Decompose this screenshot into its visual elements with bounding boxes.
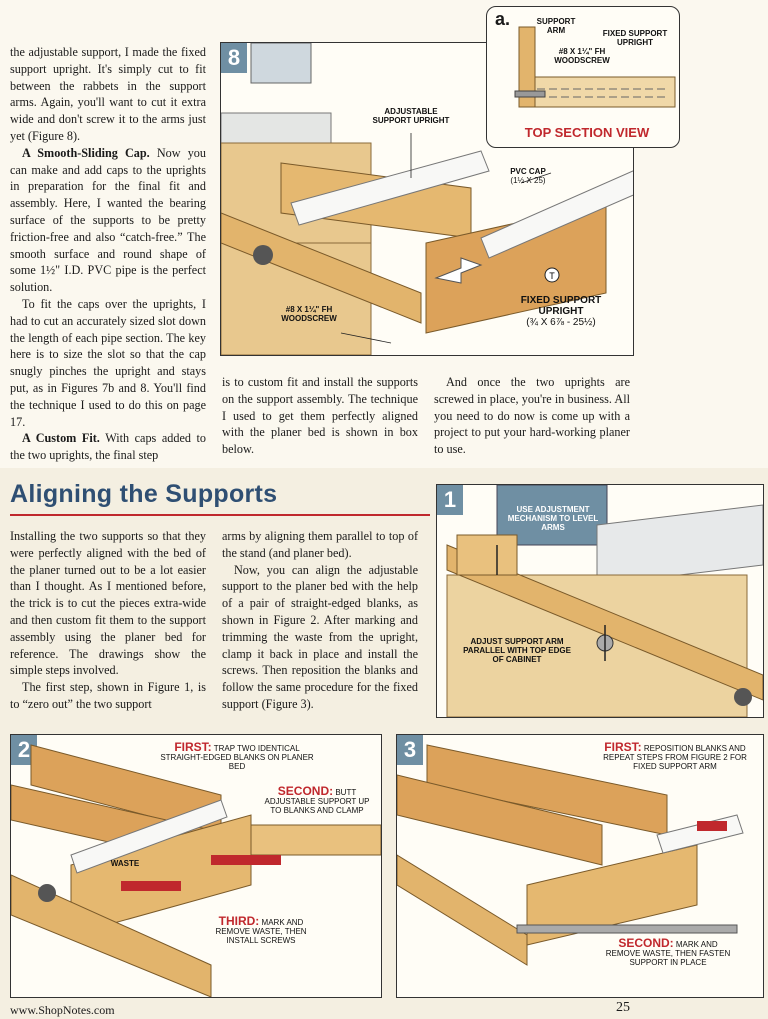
- figure-3: 3 First: Reposition blanks and repeat st…: [396, 734, 764, 998]
- callout-adjust-arm: Adjust Support Arm Parallel with Top Edg…: [463, 637, 571, 664]
- paragraph: arms by aligning them parallel to top of…: [222, 529, 418, 560]
- run-in-head: A Smooth-Sliding Cap.: [22, 145, 150, 160]
- step-first: First: Trap two identical straight-edged…: [160, 740, 314, 771]
- t-marker: T: [549, 271, 555, 281]
- callout-waste: Waste: [110, 859, 140, 868]
- figure-1-drawing: [446, 485, 763, 717]
- paragraph: To fit the caps over the uprights, I had…: [10, 296, 206, 429]
- footer-url: www.ShopNotes.com: [10, 1003, 115, 1017]
- figure-number: 8: [221, 43, 247, 73]
- section-column-2: arms by aligning them parallel to top of…: [222, 528, 418, 713]
- step-first: First: Reposition blanks and repeat step…: [603, 740, 747, 771]
- callout-pvc-cap: PVC Cap(1½ x 25): [510, 167, 546, 185]
- callout-woodscrew: #8 x 1¼" Fh Woodscrew: [554, 47, 610, 65]
- page-number: 25: [616, 1000, 630, 1015]
- step-second: Second: Butt adjustable support up to bl…: [264, 784, 370, 815]
- callout-woodscrew: #8 x 1¼" Fh Woodscrew: [281, 305, 337, 323]
- paragraph: Installing the two supports so that they…: [10, 529, 206, 678]
- callout-fixed-upright: Fixed Support Upright(¾ x 6⅞ - 25½): [520, 295, 602, 328]
- run-in-head: A Custom Fit.: [22, 431, 100, 446]
- paragraph: A Custom Fit. With caps added to the two…: [10, 431, 206, 463]
- paragraph: And once the two uprights are screwed in…: [434, 375, 630, 457]
- figure-number: 1: [437, 485, 463, 515]
- figure-3-drawing: [397, 744, 744, 966]
- section-title: Aligning the Supports: [10, 480, 278, 508]
- paragraph: Now, you can align the adjustable suppor…: [222, 562, 418, 711]
- figure-2: 2 First: Trap two identical straight-edg…: [10, 734, 382, 998]
- paragraph: The first step, shown in Figure 1, is to…: [10, 680, 206, 711]
- callout-support-arm: Support Arm: [536, 17, 576, 35]
- column-1-text: the adjustable support, I made the fixed…: [10, 44, 206, 464]
- step-third: Third: Mark and remove waste, then insta…: [215, 914, 307, 945]
- paragraph: the adjustable support, I made the fixed…: [10, 45, 206, 143]
- section-rule: [10, 514, 430, 516]
- paragraph: is to custom fit and install the support…: [222, 375, 418, 457]
- figure-2-drawing: [11, 744, 381, 997]
- section-column-1: Installing the two supports so that they…: [10, 528, 206, 713]
- column-3-text: And once the two uprights are screwed in…: [434, 374, 630, 458]
- step-second: Second: Mark and remove waste, then fast…: [605, 936, 731, 967]
- figure-a-drawing: [514, 26, 676, 108]
- figure-number: 3: [397, 735, 423, 765]
- figure-8-drawing: T: [221, 43, 633, 355]
- figure-a-top-section: a. Support Arm Fixed Support Upright #8 …: [486, 6, 680, 148]
- figure-1: 1 Use Adjustment Mechanism to Level Arms…: [436, 484, 764, 718]
- paragraph: A Smooth-Sliding Cap. Now you can make a…: [10, 145, 206, 295]
- callout-adjustable-upright: Adjustable Support Upright: [372, 107, 450, 125]
- figure-a-title: Top Section View: [524, 125, 650, 140]
- callout-fixed-support-upright: Fixed Support Upright: [602, 29, 668, 47]
- callout-use-adjustment: Use Adjustment Mechanism to Level Arms: [507, 505, 599, 532]
- figure-a-label: a.: [495, 9, 511, 29]
- column-2-text: is to custom fit and install the support…: [222, 374, 418, 458]
